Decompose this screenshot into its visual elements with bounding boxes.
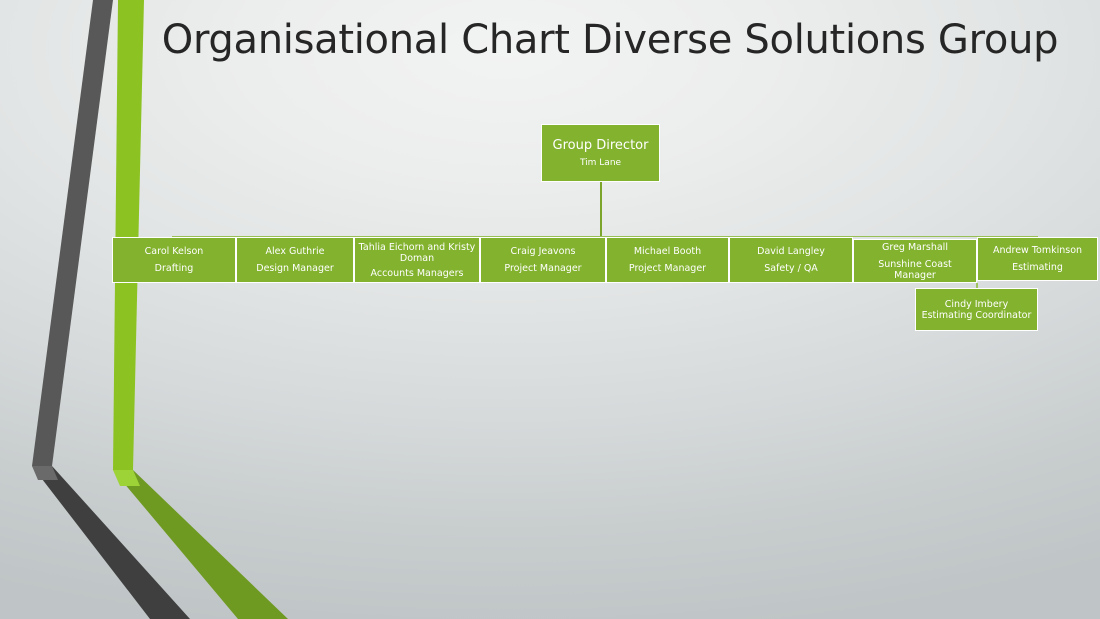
org-node-name: David Langley	[757, 246, 825, 257]
org-node-name: Alex Guthrie	[265, 246, 325, 257]
org-node-group-director[interactable]: Group Director Tim Lane	[541, 124, 660, 182]
org-node-andrew-tomkinson[interactable]: Andrew Tomkinson Estimating	[977, 237, 1098, 281]
org-node-name: Craig Jeavons	[510, 246, 576, 257]
page-title: Organisational Chart Diverse Solutions G…	[161, 17, 1059, 63]
connector-horizontal-bus	[172, 236, 1038, 237]
org-node-role: Project Manager	[504, 263, 582, 274]
org-node-carol-kelson[interactable]: Carol Kelson Drafting	[112, 237, 236, 283]
connector-root-vertical	[600, 182, 602, 237]
org-node-name: Tim Lane	[579, 157, 622, 168]
org-node-role: Sunshine Coast Manager	[878, 258, 952, 281]
org-node-title: Group Director	[552, 137, 649, 153]
org-node-name: Greg Marshall	[882, 241, 948, 253]
org-node-role: Safety / QA	[764, 263, 818, 274]
org-node-david-langley[interactable]: David Langley Safety / QA	[729, 237, 853, 283]
org-node-name: Tahlia Eichorn and Kristy Doman	[358, 241, 476, 264]
org-node-name: Michael Booth	[633, 246, 702, 257]
org-node-role: Project Manager	[628, 263, 707, 274]
org-node-role: Estimating	[1012, 262, 1063, 273]
org-node-alex-guthrie[interactable]: Alex Guthrie Design Manager	[236, 237, 354, 283]
org-node-name: Cindy Imbery Estimating Coordinator	[921, 298, 1032, 321]
org-node-greg-marshall[interactable]: Greg Marshall Sunshine Coast Manager	[853, 239, 977, 283]
org-node-name: Andrew Tomkinson	[992, 245, 1083, 256]
org-node-role: Drafting	[154, 263, 194, 274]
org-node-craig-jeavons[interactable]: Craig Jeavons Project Manager	[480, 237, 606, 283]
org-node-role: Design Manager	[256, 263, 334, 274]
org-node-role: Accounts Managers	[370, 267, 464, 279]
connector-estimating-vertical	[976, 283, 978, 289]
org-node-cindy-imbery[interactable]: Cindy Imbery Estimating Coordinator	[915, 288, 1038, 331]
org-node-tahlia-eichorn-kristy-doman[interactable]: Tahlia Eichorn and Kristy Doman Accounts…	[354, 237, 480, 283]
org-node-michael-booth[interactable]: Michael Booth Project Manager	[606, 237, 729, 283]
org-node-name: Carol Kelson	[144, 246, 204, 257]
